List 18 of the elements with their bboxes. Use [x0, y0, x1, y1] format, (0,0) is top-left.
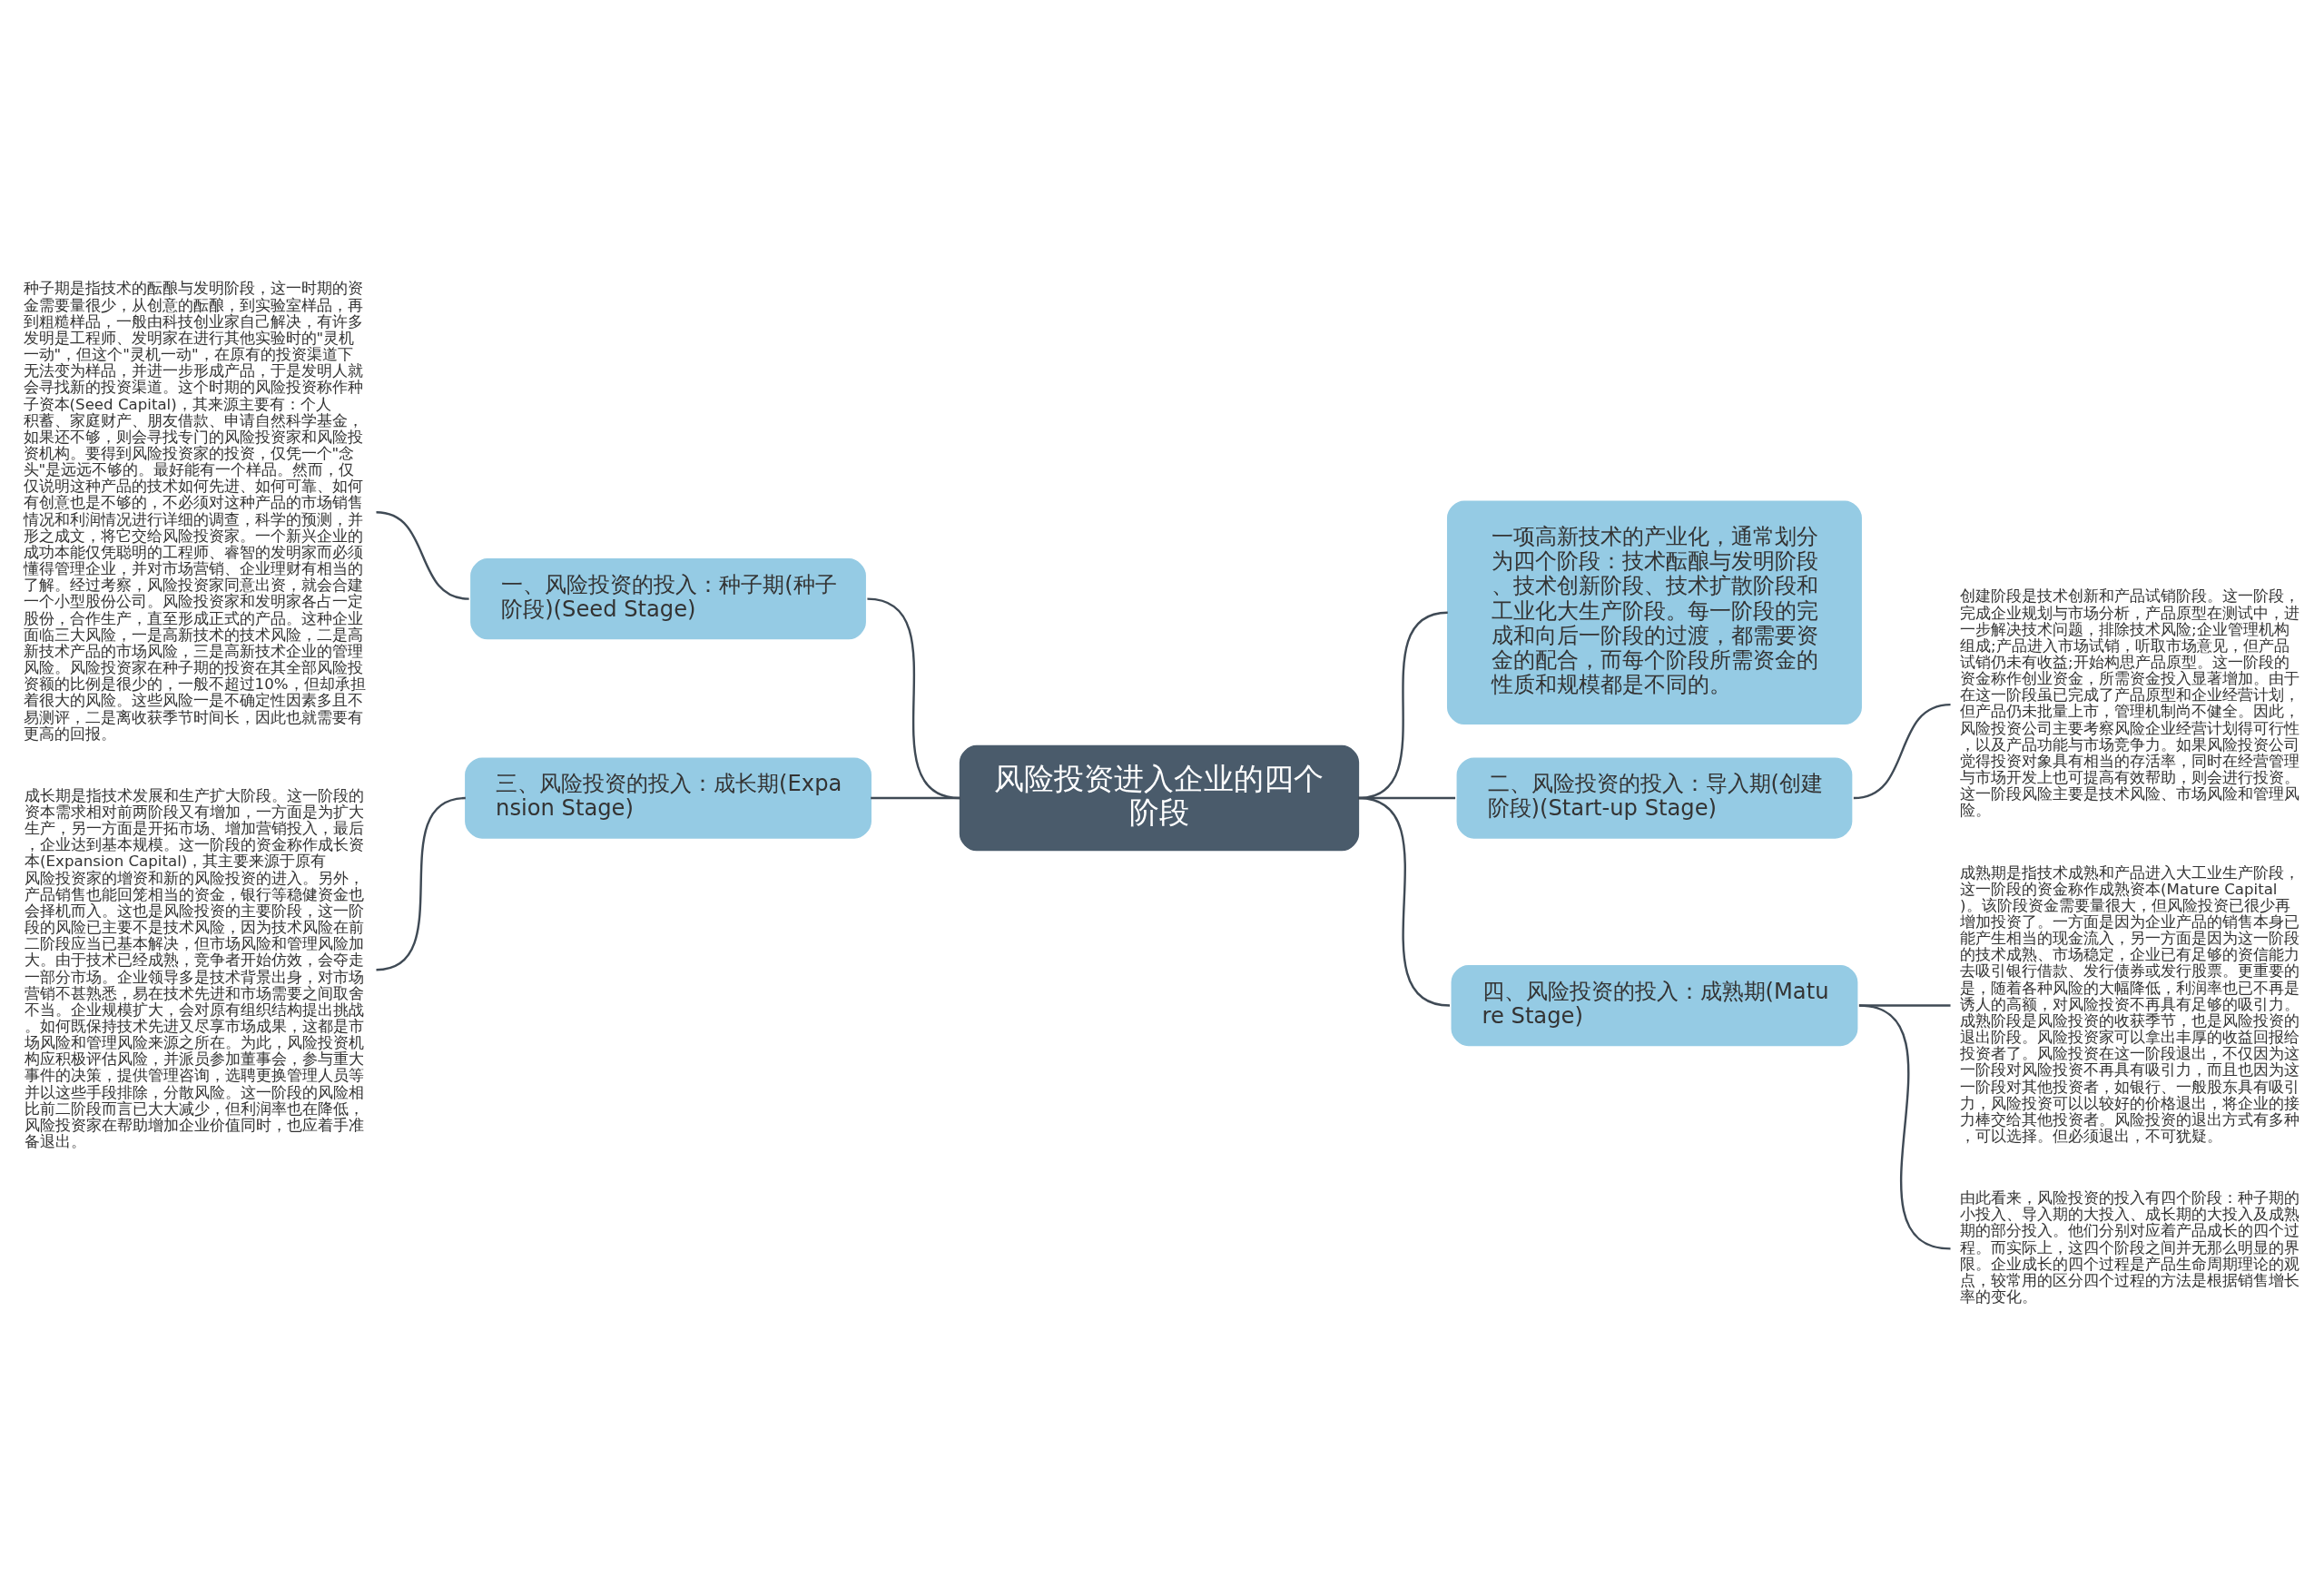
node-text: 由此看来，风险投资的投入有四个阶段：种子期的小投入、导入期的大投入、成长期的大投入及成熟期的部分投入。他们分别对应着产品成长的四个过程。而实际上，这四个阶段之间并无那么明显的界限。企业成长的四个过程是产品生命周期理论的观点，较常用的区分四个过程的方法是根据销售增长率的变化。: [1960, 1188, 2300, 1306]
node-box: 风险投资进入企业的四个阶段: [959, 744, 1360, 851]
connector: [1858, 1003, 1951, 1250]
node-text: 成长期是指技术发展和生产扩大阶段。这一阶段的资本需求相对前两阶段又有增加，一方面是为扩大生产，另一方面是开拓市场、增加营销投入，最后，企业达到基本规模。这一阶段的资金称作成长资本(Expansion Capital)，其主要来源于原有风险投资家的增资和新的风险投资的进入。另外，产品销售也能回笼相当的资金，银行等稳健资金也会择机而入。这也是风险投资的主要阶段，这一阶段的风险已主要不是技术风险，因为技术风险在前二阶段应当已基本解决，但市场风险和管理风险加大。由于技术已经成熟，竞争者开始仿效，会夺走一部分市场。企业领导多是技术背景出身，对市场营销不甚熟悉，易在技术先进和市场需要之间取舍不当。企业规模扩大，会对原有组织结构提出挑战。如何既保持技术先进又尽享市场成果，这都是市场风险和管理风险来源之所在。为此，风险投资机构应积极评估风险，并派员参加董事会，参与重大事件的决策，提供管理咨询，选聘更换管理人员等并以这些手段排除，分散风险。这一阶段的风险相比前二阶段而言已大大减少，但利润率也在降低，风险投资家在帮助增加企业价值同时，也应着手准备退出。: [25, 786, 365, 1150]
node-box: 四、风险投资的投入：成熟期(Mature Stage): [1451, 964, 1858, 1046]
connector: [1853, 703, 1951, 799]
connector: [376, 796, 467, 971]
connector: [376, 510, 469, 600]
connector: [871, 796, 960, 799]
node-text: 创建阶段是技术创新和产品试销阶段。这一阶段，完成企业规划与市场分析，产品原型在测试中，进一步解决技术问题，排除技术风险;企业管理机构组成;产品进入市场试销，听取市场意见，但产品试销仍未有收益;开始构思产品原型。这一阶段的资金称作创业资金，所需资金投入显著增加。由于在这一阶段虽已完成了产品原型和企业经营计划，但产品仍未批量上市，管理机制尚不健全。因此，风险投资公司主要考察风险企业经营计划得可行性，以及产品功能与市场竞争力。如果风险投资公司觉得投资对象具有相当的存活率，同时在经营管理与市场开发上也可提高有效帮助，则会进行投资。这一阶段风险主要是技术风险、市场风险和管理风险。: [1960, 586, 2300, 819]
connector: [1358, 796, 1451, 1007]
node-box: 二、风险投资的投入：导入期(创建阶段)(Start-up Stage): [1456, 756, 1853, 839]
node-box: 一、风险投资的投入：种子期(种子阶段)(Seed Stage): [470, 557, 866, 639]
node-box: 一项高新技术的产业化，通常划分为四个阶段：技术酝酿与发明阶段、技术创新阶段、技术扩散阶段和工业化大生产阶段。每一阶段的完成和向后一阶段的过渡，都需要资金的配合，而每个阶段所需资金的性质和规模都是不同的。: [1446, 499, 1862, 724]
connector: [867, 596, 960, 799]
node-box: 三、风险投资的投入：成长期(Expansion Stage): [465, 756, 872, 839]
node-text: 种子期是指技术的酝酿与发明阶段，这一时期的资金需要量很少，从创意的酝酿，到实验室样品，再到粗糙样品，一般由科技创业家自己解决，有许多发明是工程师、发明家在进行其他实验时的"灵机一动"，但这个"灵机一动"，在原有的投资渠道下无法变为样品，并进一步形成产品，于是发明人就会寻找新的投资渠道。这个时期的风险投资称作种子资本(Seed Capital)，其来源主要有：个人积蓄、家庭财产、朋友借款、申请自然科学基金，如果还不够，则会寻找专门的风险投资家和风险投资机构。要得到风险投资家的投资，仅凭一个"念头"是远远不够的。最好能有一个样品。然而，仅仅说明这种产品的技术如何先进、如何可靠、如何有创意也是不够的，不必须对这种产品的市场销售情况和利润情况进行详细的调查，科学的预测，并形之成文，将它交给风险投资家。一个新兴企业的成功本能仅凭聪明的工程师、睿智的发明家而必须懂得管理企业，并对市场营销、企业理财有相当的了解。经过考察，风险投资家同意出资，就会合建一个小型股份公司。风险投资家和发明家各占一定股份，合作生产，直至形成正式的产品。这种企业面临三大风险，一是高新技术的技术风险，二是高新技术产品的市场风险，三是高新技术企业的管理风险。风险投资家在种子期的投资在其全部风险投资额的比例是很少的，一般不超过10%，但却承担着很大的风险。这些风险一是不确定性因素多且不易测评，二是离收获季节时间长，因此也就需要有更高的回报。: [23, 279, 366, 743]
node-text: 成熟期是指技术成熟和产品进入大工业生产阶段，这一阶段的资金称作成熟资本(Mature Capital)。该阶段资金需要量很大，但风险投资已很少再增加投资了。一方面是因为企业产品的销售本身已能产生相当的现金流入，另一方面是因为这一阶段的技术成熟、市场稳定，企业已有足够的资信能力去吸引银行借款、发行债券或发行股票。更重要的是，随着各种风险的大幅降低，利润率也已不再是诱人的高额，对风险投资不再具有足够的吸引力。成熟阶段是风险投资的收获季节，也是风险投资的退出阶段。风险投资家可以拿出丰厚的收益回报给投资者了。风险投资在这一阶段退出，不仅因为这一阶段对风险投资不再具有吸引力，而且也因为这一阶段对其他投资者，如银行、一般股东具有吸引力，风险投资可以以较好的价格退出，将企业的接力棒交给其他投资者。风险投资的退出方式有多种，可以选择。但必须退出，不可犹疑。: [1960, 863, 2300, 1145]
